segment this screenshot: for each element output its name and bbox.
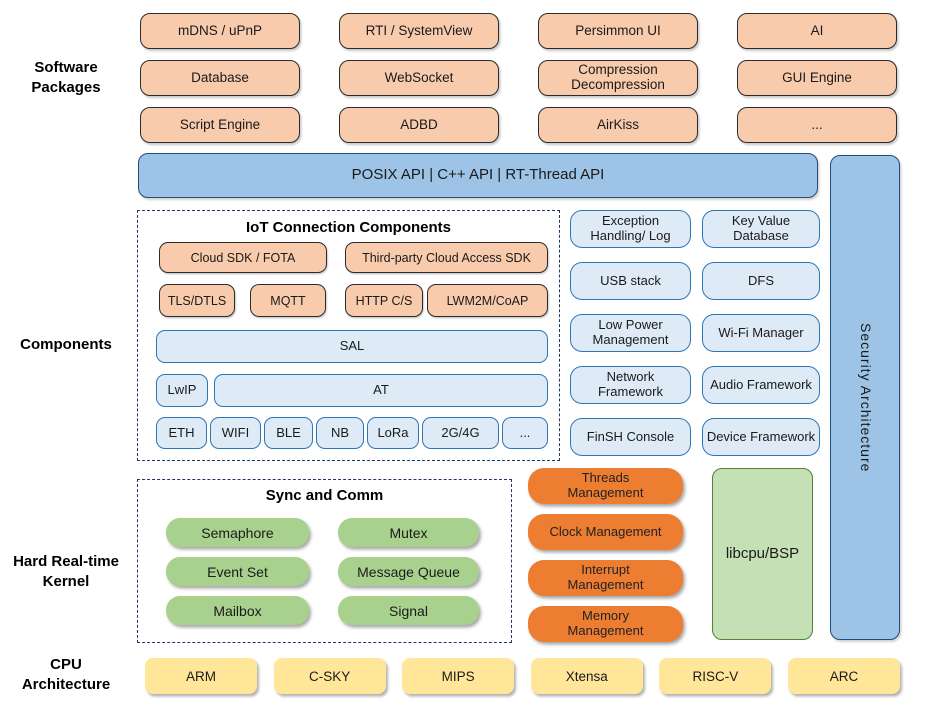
sync-primitive-box: Message Queue (338, 557, 479, 586)
package-box: Script Engine (140, 107, 300, 143)
at-box: AT (214, 374, 548, 407)
iot-protocol-box: MQTT (250, 284, 326, 317)
package-box: RTI / SystemView (339, 13, 499, 49)
cpu-architecture-row: ARM C-SKY MIPS Xtensa RISC-V ARC (145, 658, 900, 694)
sync-comm-title: Sync and Comm (265, 487, 384, 504)
sync-comm-panel: Sync and Comm Semaphore Mutex Event Set … (137, 479, 512, 643)
link-layer-box: 2G/4G (422, 417, 499, 449)
link-layer-box: NB (316, 417, 364, 449)
package-box: Persimmon UI (538, 13, 698, 49)
section-label-software-packages: Software Packages (31, 59, 101, 96)
component-box: Low Power Management (570, 314, 691, 352)
cpu-arch-box: RISC-V (659, 658, 772, 694)
component-box: Network Framework (570, 366, 691, 404)
sync-primitive-box: Signal (338, 596, 479, 625)
section-label-components: Components (20, 336, 112, 353)
cpu-arch-box: ARM (145, 658, 257, 694)
package-box: ... (737, 107, 897, 143)
iot-sdk-box: Cloud SDK / FOTA (159, 242, 327, 273)
component-box: Device Framework (702, 418, 820, 456)
iot-sdk-box: Third-party Cloud Access SDK (345, 242, 548, 273)
package-box: ADBD (339, 107, 499, 143)
package-box: AI (737, 13, 897, 49)
sal-box: SAL (156, 330, 548, 363)
component-box: USB stack (570, 262, 691, 300)
package-box: mDNS / uPnP (140, 13, 300, 49)
package-box: GUI Engine (737, 60, 897, 96)
components-grid: Exception Handling/ Log Key Value Databa… (570, 210, 820, 456)
cpu-arch-box: ARC (787, 658, 900, 694)
link-layer-box: ETH (156, 417, 207, 449)
iot-components-panel: IoT Connection Components Cloud SDK / FO… (137, 210, 560, 461)
component-box: Exception Handling/ Log (570, 210, 691, 248)
iot-protocol-box: HTTP C/S (345, 284, 423, 317)
kernel-mgmt-box: Interrupt Management (528, 560, 683, 596)
link-layer-box: WIFI (210, 417, 261, 449)
component-box: Wi-Fi Manager (702, 314, 820, 352)
sync-primitive-box: Event Set (166, 557, 309, 586)
section-label-cpu-architecture: CPU Architecture (21, 656, 111, 693)
sync-primitive-box: Mailbox (166, 596, 309, 625)
kernel-mgmt-box: Clock Management (528, 514, 683, 550)
security-architecture-bar: Security Architecture (830, 155, 900, 640)
sync-primitive-box: Mutex (338, 518, 479, 547)
package-box: AirKiss (538, 107, 698, 143)
package-box: Compression Decompression (538, 60, 698, 96)
link-layer-box: BLE (264, 417, 313, 449)
software-packages-grid: mDNS / uPnP RTI / SystemView Persimmon U… (140, 13, 897, 143)
sync-primitives-grid: Semaphore Mutex Event Set Message Queue … (166, 518, 479, 625)
libcpu-bsp-box: libcpu/BSP (712, 468, 813, 640)
component-box: FinSH Console (570, 418, 691, 456)
iot-panel-title: IoT Connection Components (246, 219, 451, 236)
kernel-mgmt-box: Memory Management (528, 606, 683, 642)
link-layer-box: ... (502, 417, 548, 449)
section-label-kernel: Hard Real-time Kernel (13, 553, 119, 590)
component-box: Key Value Database (702, 210, 820, 248)
package-box: Database (140, 60, 300, 96)
kernel-mgmt-box: Threads Management (528, 468, 683, 504)
kernel-management-column: Threads Management Clock Management Inte… (528, 468, 683, 642)
package-box: WebSocket (339, 60, 499, 96)
iot-protocol-box: LWM2M/CoAP (427, 284, 548, 317)
link-layer-box: LoRa (367, 417, 419, 449)
lwip-box: LwIP (156, 374, 208, 407)
posix-api-bar: POSIX API | C++ API | RT-Thread API (138, 153, 818, 198)
cpu-arch-box: C-SKY (273, 658, 386, 694)
iot-protocol-box: TLS/DTLS (159, 284, 235, 317)
cpu-arch-box: Xtensa (530, 658, 643, 694)
component-box: Audio Framework (702, 366, 820, 404)
sync-primitive-box: Semaphore (166, 518, 309, 547)
component-box: DFS (702, 262, 820, 300)
cpu-arch-box: MIPS (402, 658, 515, 694)
